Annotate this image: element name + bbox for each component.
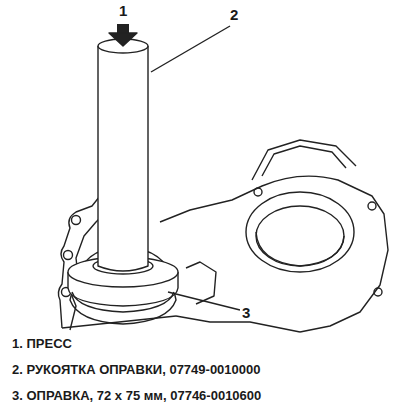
leader-line xyxy=(168,292,240,310)
callout-number: 2 xyxy=(228,6,240,23)
driver-handle xyxy=(98,39,148,271)
press-arrow xyxy=(109,24,137,46)
key-entry: 2. РУКОЯТКА ОПРАВКИ, 07749-0010000 xyxy=(12,362,261,377)
key-entry: 3. ОПРАВКА, 72 x 75 мм, 07746-0010600 xyxy=(12,388,261,403)
leader-line xyxy=(151,26,230,72)
key-entry: 1. ПРЕСС xyxy=(12,336,72,351)
callout-number: 1 xyxy=(117,2,129,19)
callout-number: 3 xyxy=(240,304,252,321)
